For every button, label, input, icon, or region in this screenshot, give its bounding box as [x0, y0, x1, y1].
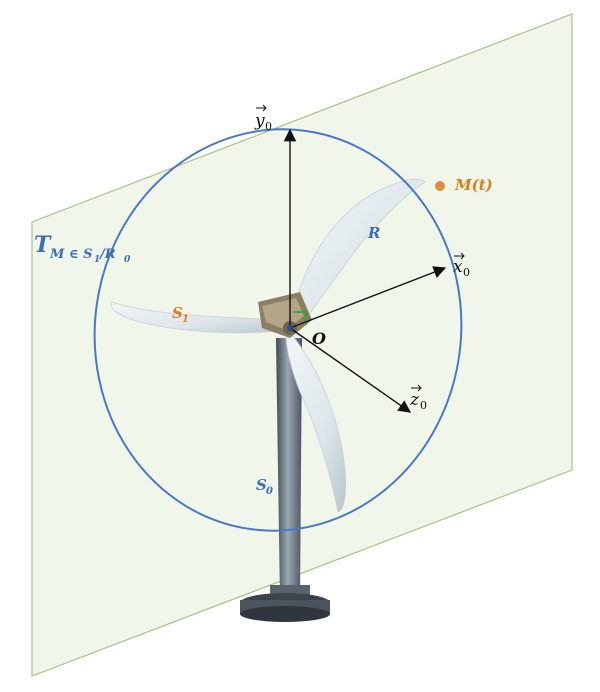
nacelle	[258, 292, 312, 338]
tower-solid-label: S 0	[256, 476, 273, 497]
blade-lower	[285, 334, 346, 513]
svg-text:T: T	[34, 232, 52, 258]
svg-text:/R: /R	[98, 247, 116, 262]
z-axis-arrow	[289, 327, 412, 413]
tangent-plane-label: T M ∈ S 1 /R 0	[34, 232, 131, 265]
point-M-label: M(t)	[454, 176, 493, 194]
svg-text:S: S	[172, 304, 183, 322]
origin-label: O	[312, 329, 326, 348]
svg-text:x: x	[453, 257, 463, 277]
svg-text:y: y	[254, 111, 265, 131]
svg-text:1: 1	[182, 314, 189, 325]
x-axis-arrow	[289, 266, 447, 329]
tower	[240, 338, 330, 622]
rotation-circle	[93, 128, 463, 532]
tangent-plane	[31, 13, 573, 677]
blade-solid-label: S 1	[172, 304, 189, 325]
svg-text:S: S	[256, 476, 267, 494]
z-axis-label: z 0	[409, 384, 427, 412]
radius-label: R	[367, 224, 380, 242]
svg-text:z: z	[409, 390, 420, 410]
svg-text:0: 0	[420, 399, 427, 412]
x-axis-label: x 0	[453, 252, 470, 279]
svg-text:0: 0	[124, 255, 131, 265]
point-M	[435, 181, 445, 191]
svg-text:0: 0	[266, 486, 273, 497]
svg-text:M ∈ S: M ∈ S	[49, 247, 92, 262]
svg-text:1: 1	[94, 255, 100, 265]
y-axis-label: y 0	[254, 104, 272, 133]
svg-text:0: 0	[265, 120, 272, 133]
right-angle-marker	[293, 311, 307, 325]
svg-text:0: 0	[463, 266, 470, 279]
origin-point	[287, 325, 293, 331]
blade-left	[110, 301, 291, 334]
